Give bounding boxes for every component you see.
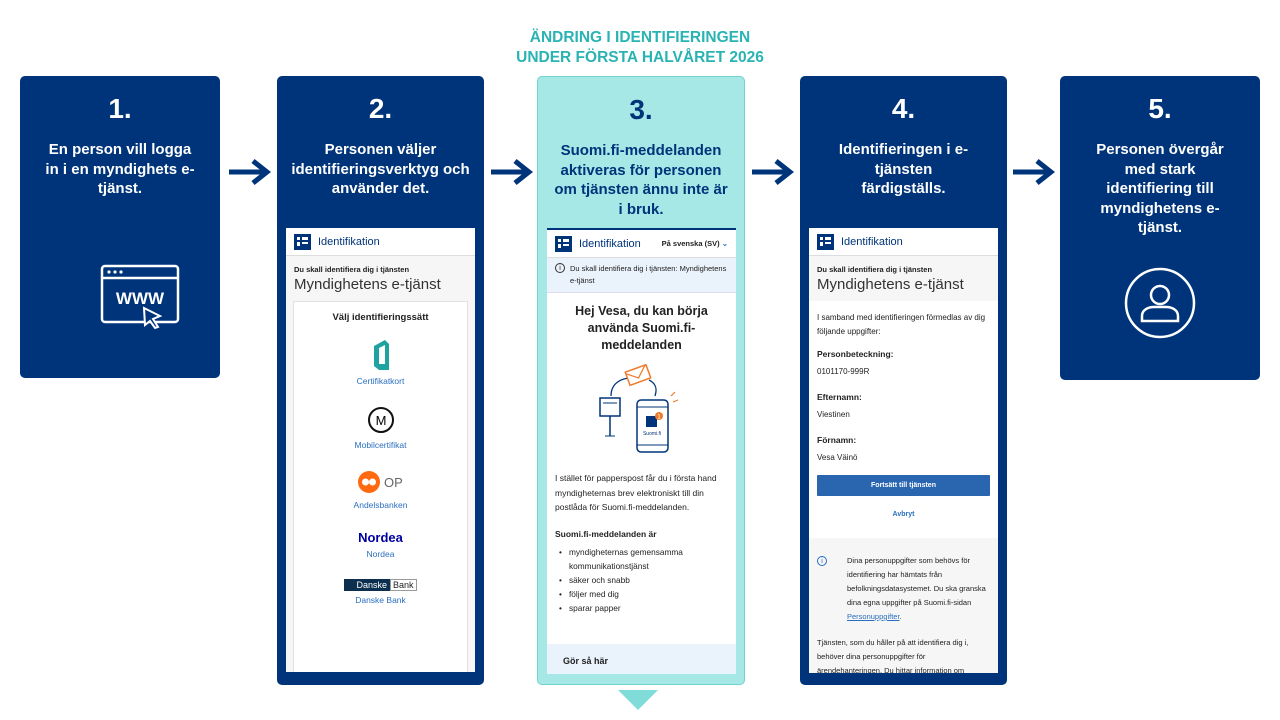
intro-text: I samband med identifieringen förmedlas … (817, 313, 986, 336)
step-number: 4. (891, 93, 916, 124)
step-2-card: 2. Personen väljer identifieringsverktyg… (277, 76, 484, 685)
app-header: Identifikation (809, 228, 998, 256)
personal-data-link[interactable]: Personuppgifter (847, 612, 900, 621)
step-number: 3. (629, 94, 653, 125)
cancel-link[interactable]: Avbryt (892, 511, 915, 518)
svg-text:WWW: WWW (116, 289, 165, 308)
step-5-card: 5. Personen övergår med stark identifier… (1060, 76, 1260, 380)
arrow-right-icon (229, 159, 271, 185)
list-item: följer med dig (555, 587, 728, 601)
method-mobilcertifikat[interactable]: M Mobilcertifikat (294, 406, 467, 450)
chevron-down-icon: ⌄ (721, 239, 728, 248)
method-certifikatkort[interactable]: Certifikatkort (294, 340, 467, 386)
svg-text:Suomi.fi: Suomi.fi (642, 431, 660, 437)
field-label: Förnamn: (817, 435, 857, 445)
banner-line: ÄNDRING I IDENTIFIERINGEN (529, 29, 751, 46)
svg-text:1: 1 (657, 415, 661, 421)
subtitle: Du skall identifiera dig i tjänsten (817, 265, 933, 274)
method-title: Välj identifieringssätt (332, 312, 429, 323)
banner-line: UNDER FÖRSTA HALVÅRET 2026 (516, 49, 764, 66)
step-text: Personen övergår med stark identifiering… (1096, 141, 1224, 236)
list-title: Suomi.fi-meddelanden är (555, 528, 657, 539)
step-text: Personen väljer identifieringsverktyg oc… (291, 141, 470, 197)
field-label: Efternamn: (817, 392, 862, 402)
identification-screen: Identifikation Du skall identifiera dig … (286, 228, 475, 672)
suomi-logo-icon (555, 235, 572, 252)
nordea-logo: Nordea (358, 530, 403, 545)
service-name: Myndighetens e-tjänst (294, 276, 441, 293)
field-value: Viestinen (817, 410, 850, 419)
step-text: Identifieringen i e-tjänsten färdigställ… (838, 141, 969, 197)
app-header: Identifikation På svenska (SV) ⌄ (547, 230, 736, 258)
suomi-logo-icon (294, 233, 311, 250)
info-box: i Dina personuppgifter som behövs för id… (809, 538, 998, 624)
step-3-card: 3. Suomi.fi-meddelanden aktiveras för pe… (537, 76, 745, 685)
service-name: Myndighetens e-tjänst (817, 276, 964, 293)
subtitle: Du skall identifiera dig i tjänsten (294, 265, 410, 274)
svg-text:M: M (375, 413, 386, 428)
arrow-right-icon (491, 159, 533, 185)
app-title: Identifikation (579, 237, 641, 250)
method-list: Välj identifieringssätt Certifikatkort M… (293, 301, 468, 672)
arrow-right-icon (1013, 159, 1055, 185)
list-item: säker och snabb (555, 573, 728, 587)
arrow-right-icon (752, 159, 794, 185)
method-label: Certifikatkort (356, 376, 405, 386)
certificate-card-icon (373, 340, 389, 370)
footer-text: Tjänsten, som du håller på att identifie… (817, 638, 969, 673)
step-number: 5. (1148, 93, 1172, 124)
user-icon (1124, 267, 1196, 339)
app-header: Identifikation (286, 228, 475, 256)
mobile-certificate-icon: M (367, 407, 394, 433)
app-title: Identifikation (841, 235, 903, 248)
suomi-logo-icon (817, 233, 834, 250)
step-text: Suomi.fi-meddelanden aktiveras för perso… (554, 142, 728, 218)
step-4-card: 4. Identifieringen i e-tjänsten färdigst… (800, 76, 1007, 685)
list-item: sparar papper (555, 601, 728, 615)
method-label: Andelsbanken (353, 500, 408, 510)
op-logo-icon: OP (357, 471, 403, 493)
body-text: I stället för papperspost får du i först… (555, 473, 717, 512)
highlight-pointer-icon (618, 690, 658, 710)
list-item: myndigheternas gemensamma kommunikations… (555, 545, 728, 573)
change-banner: ÄNDRING I IDENTIFIERINGEN UNDER FÖRSTA HA… (440, 28, 840, 68)
info-icon: i (555, 263, 565, 273)
method-label: Mobilcertifikat (354, 440, 407, 450)
info-icon: i (817, 556, 827, 566)
howto-section[interactable]: Gör så här (547, 644, 736, 674)
step-text: En person vill logga in i en myndighets … (45, 141, 195, 197)
method-label: Danske Bank (355, 595, 406, 605)
confirmation-screen: Identifikation Du skall identifiera dig … (809, 228, 998, 673)
method-andelsbanken[interactable]: OP Andelsbanken (294, 470, 467, 510)
consent-panel: I samband med identifieringen förmedlas … (809, 301, 998, 538)
benefit-list: myndigheternas gemensamma kommunikations… (547, 545, 736, 615)
step-number: 2. (368, 93, 393, 124)
heading: Hej Vesa, du kan börja använda Suomi.fi-… (575, 304, 708, 352)
svg-text:OP: OP (384, 475, 403, 490)
www-browser-icon: WWW (100, 264, 180, 330)
language-select[interactable]: På svenska (SV) ⌄ (661, 239, 728, 248)
method-label: Nordea (366, 549, 395, 559)
field-label: Personbeteckning: (817, 349, 894, 359)
step-number: 1. (108, 93, 132, 124)
step-1-card: 1. En person vill logga in i en myndighe… (20, 76, 220, 378)
continue-button[interactable]: Fortsätt till tjänsten (817, 475, 990, 496)
app-title: Identifikation (318, 235, 380, 248)
field-value: Vesa Väinö (817, 453, 858, 462)
field-value: 0101170-999R (817, 367, 870, 376)
mail-to-phone-illustration: 1 Suomi.fi (598, 363, 678, 453)
